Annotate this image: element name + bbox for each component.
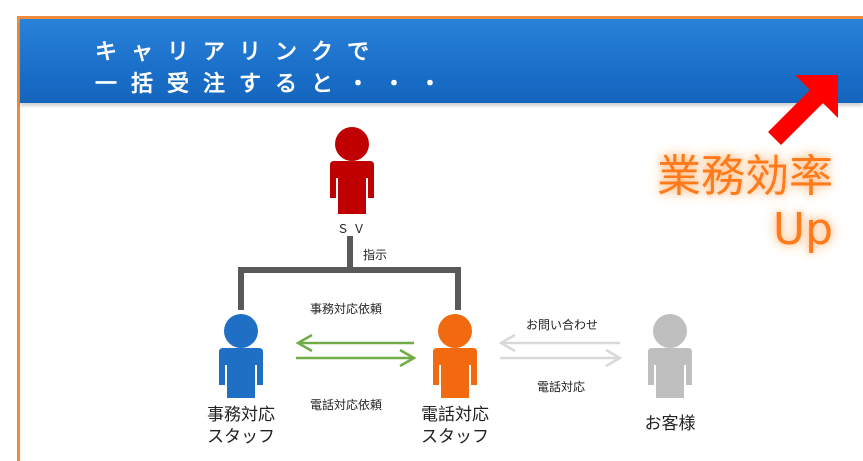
hierarchy-connector xyxy=(238,236,461,310)
office-staff-label: 事務対応 スタッフ xyxy=(196,404,286,448)
slide-frame xyxy=(17,16,863,461)
phone-request-label: 電話対応依頼 xyxy=(310,398,383,412)
instruction-label: 指示 xyxy=(363,248,388,262)
banner-title-line-1: キャリアリンクで xyxy=(95,40,384,65)
office-request-arrow xyxy=(295,333,414,353)
office-staff-label-line-1: 事務対応 xyxy=(207,405,275,425)
efficiency-text-line-1: 業務効率 xyxy=(657,151,833,202)
office-request-label: 事務対応依頼 xyxy=(310,302,383,316)
phone-staff-person-icon xyxy=(433,314,477,398)
office-staff-label-line-2: スタッフ xyxy=(207,427,275,447)
customer-person-icon xyxy=(648,314,692,398)
sv-person-icon xyxy=(330,127,374,214)
phone-response-arrow xyxy=(500,348,623,368)
inquiry-arrow xyxy=(498,333,620,353)
phone-staff-label-line-1: 電話対応 xyxy=(421,405,489,425)
sv-label: ＳＶ xyxy=(337,222,370,236)
banner-title-line-2: 一括受注すると・・・ xyxy=(95,72,456,97)
phone-staff-label-line-2: スタッフ xyxy=(421,427,489,447)
phone-staff-label: 電話対応 スタッフ xyxy=(410,404,500,448)
phone-response-label: 電話対応 xyxy=(537,380,586,394)
phone-request-arrow xyxy=(296,348,417,368)
inquiry-label: お問い合わせ xyxy=(526,318,599,332)
office-staff-person-icon xyxy=(219,314,263,398)
title-banner: キャリアリンクで 一括受注すると・・・ xyxy=(20,19,863,103)
up-arrow-icon xyxy=(768,75,838,145)
efficiency-text-line-2: Up xyxy=(772,204,833,255)
customer-label: お客様 xyxy=(644,414,696,434)
